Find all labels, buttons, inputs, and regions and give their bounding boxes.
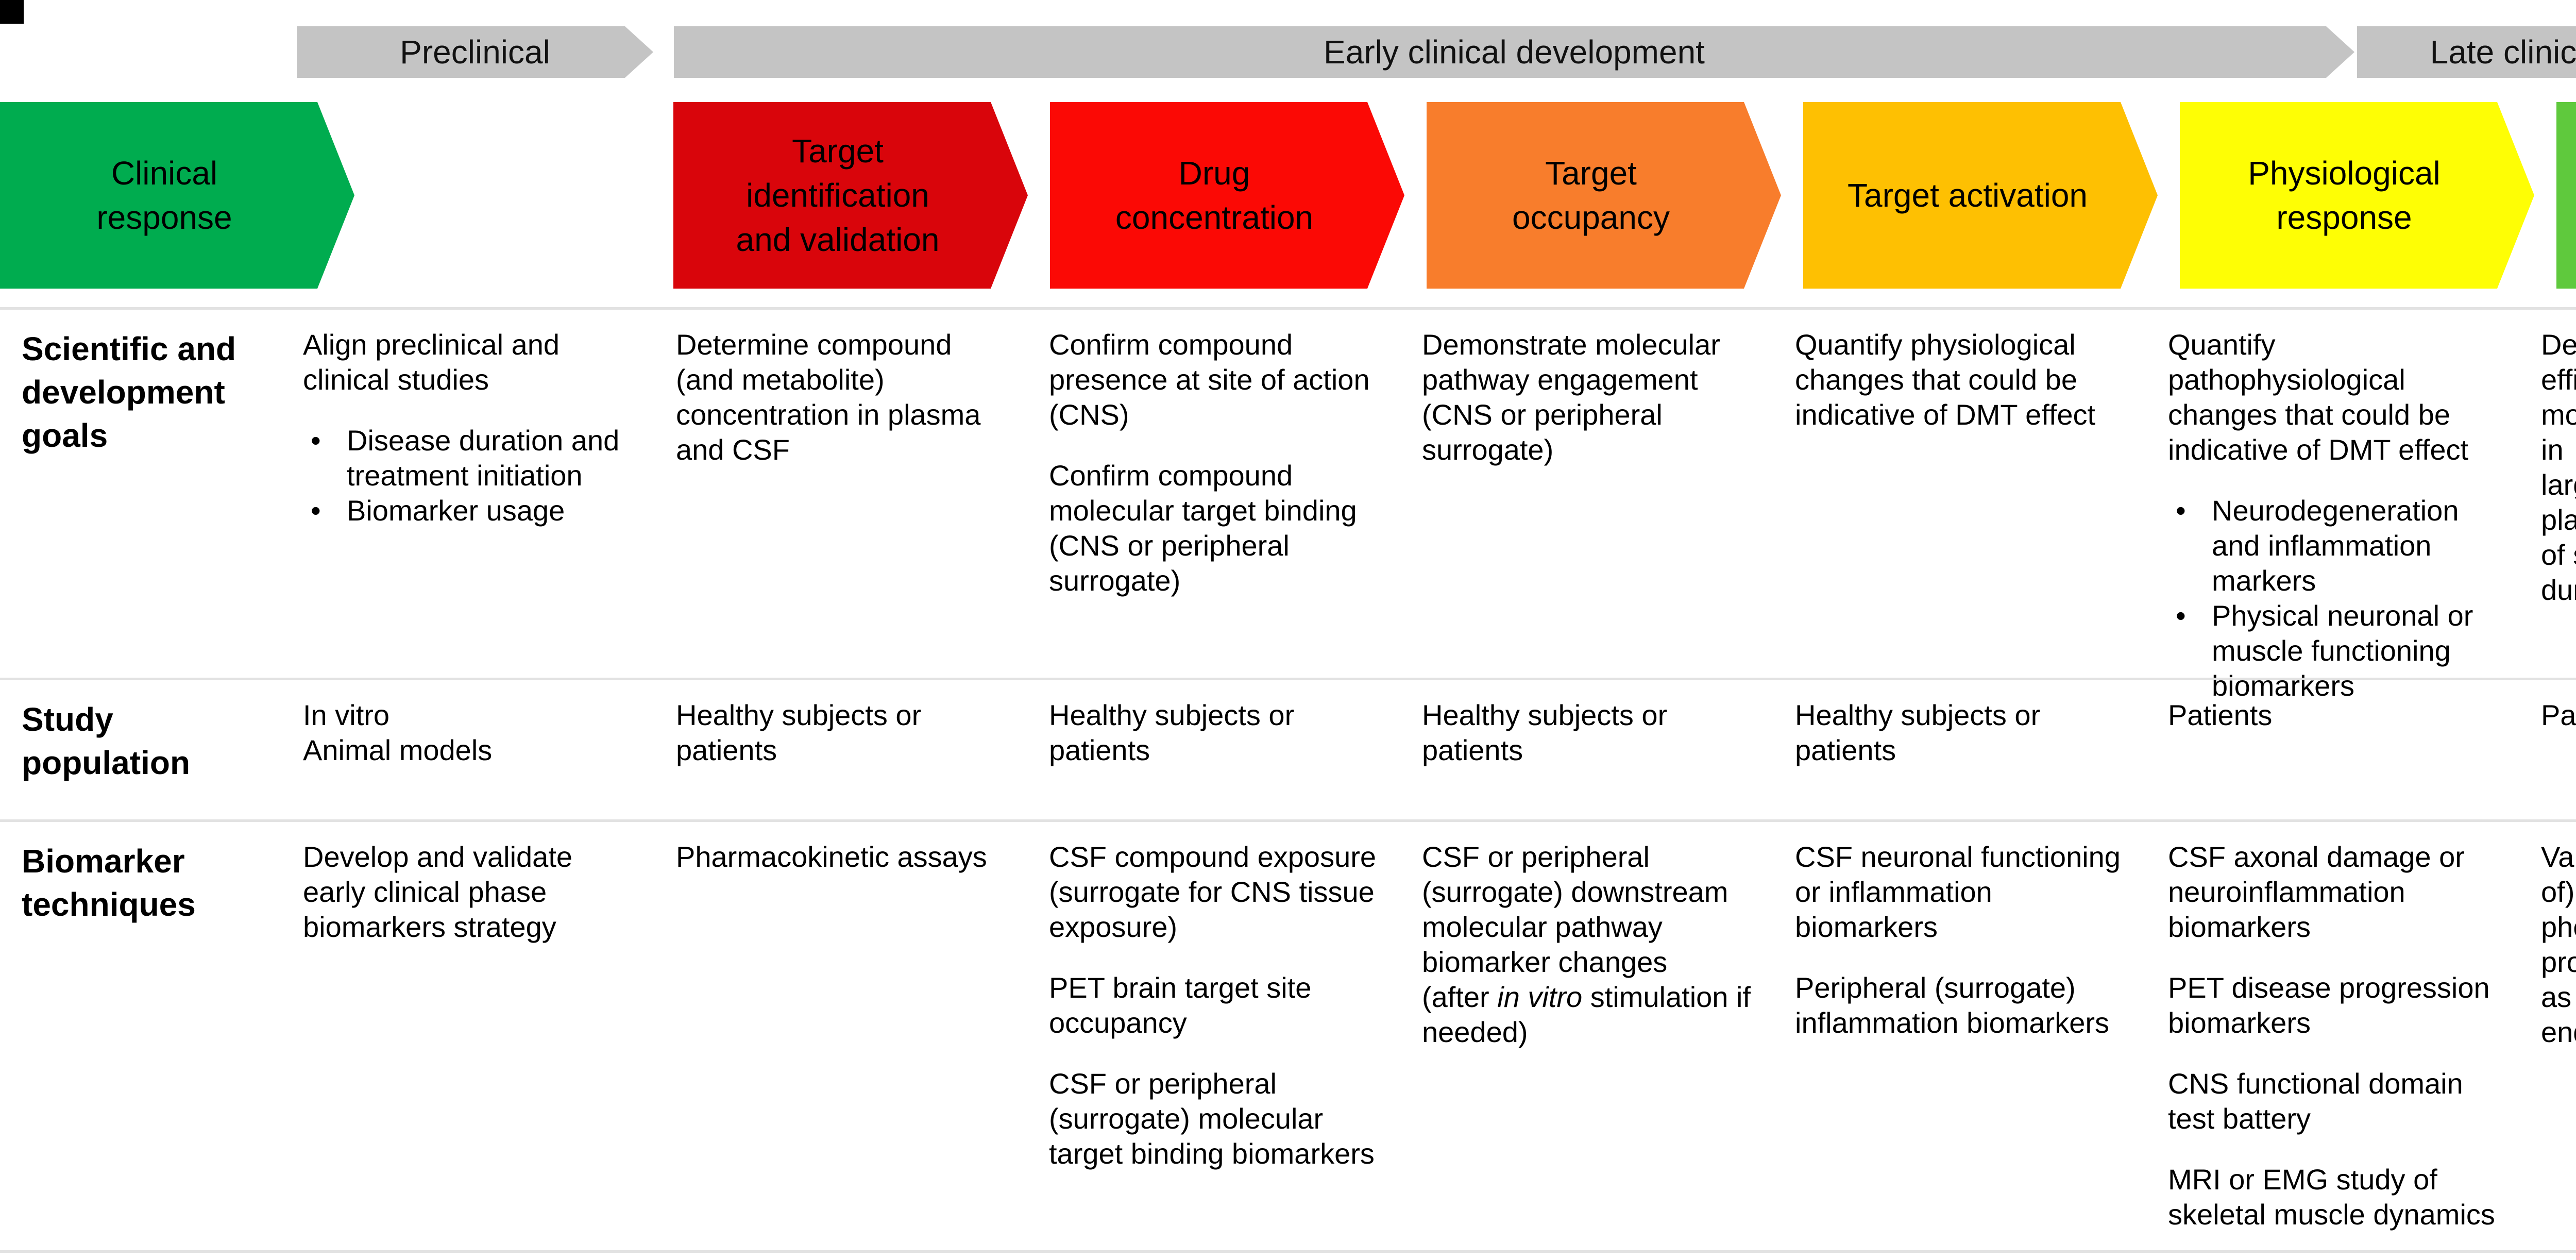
arrow-label: Target occupancy xyxy=(1512,155,1670,236)
row-label-biomarker-techniques: Biomarker techniques xyxy=(22,843,196,923)
cell-paragraph: Determine compound (and metabolite) conc… xyxy=(676,328,981,466)
cell-paragraph: PET brain target site occupancy xyxy=(1049,971,1312,1039)
population-cell-target-activation: Healthy subjects or patients xyxy=(1416,680,1789,819)
phase-banner-label: Late clinical development xyxy=(2430,33,2576,71)
arrow-label: Target activation xyxy=(1847,177,2088,214)
bullet-item: Biomarker usage xyxy=(303,493,634,528)
cell-paragraph: Validated (combinations of) biomarkers o… xyxy=(2541,841,2576,1048)
cell-paragraph: Healthy subjects or patients xyxy=(1795,699,2041,766)
biomarker-cell-drug-concentration: Pharmacokinetic assays xyxy=(670,822,1043,1250)
population-cell-physiological-response: Healthy subjects or patients xyxy=(1789,680,2162,819)
population-cell-clinical-response: Patients xyxy=(2535,680,2576,819)
phase-banner-early-clinical: Early clinical development xyxy=(674,26,2354,78)
arrow-label: Target identification and validation xyxy=(736,132,940,258)
arrow-pathophysiological-response: Pathophysio- logical response xyxy=(2556,102,2576,289)
cell-paragraph: MRI or EMG study of skeletal muscle dyna… xyxy=(2168,1163,2495,1231)
row-label-study-population: Study population xyxy=(22,701,191,781)
biomarker-cell-pathophysiological-response: CSF axonal damage or neuroinflammation b… xyxy=(2162,822,2535,1250)
arrow-physiological-response: Physiological response xyxy=(2180,102,2534,289)
cell-paragraph: Patients xyxy=(2541,699,2576,731)
biomarker-cell-physiological-response: CSF neuronal functioning or inflammation… xyxy=(1789,822,2162,1250)
cell-paragraph: Develop and validate early clinical phas… xyxy=(303,841,573,943)
focus-arrows-row: Innovative drug development focus Target… xyxy=(0,102,2576,289)
goals-cell-clinical-response: Demonstrate clinical efficacy (disease- … xyxy=(2535,310,2576,678)
population-cell-target-occupancy: Healthy subjects or patients xyxy=(1043,680,1416,819)
cell-paragraph: CSF or peripheral (surrogate) downstream… xyxy=(1422,839,1753,1050)
cell-paragraph: CSF or peripheral (surrogate) molecular … xyxy=(1049,1067,1375,1170)
study-population-row: Study population In vitro Animal models … xyxy=(0,678,2576,819)
goals-cell-physiological-response: Quantify physiological changes that coul… xyxy=(1789,310,2162,678)
bullet-item: Disease duration and treatment initiatio… xyxy=(303,423,634,493)
phase-banner-label: Preclinical xyxy=(400,33,550,71)
population-cell-pathophysiological-response: Patients xyxy=(2162,680,2535,819)
goals-cell-target-occupancy: Confirm compound presence at site of act… xyxy=(1043,310,1416,678)
arrow-target-identification: Target identification and validation xyxy=(673,102,1028,289)
phase-banner-late-clinical: Late clinical development xyxy=(2357,26,2576,78)
text-run: CSF or peripheral (surrogate) downstream… xyxy=(1422,841,1728,1013)
biomarker-techniques-row: Biomarker techniques Develop and validat… xyxy=(0,819,2576,1253)
population-cell-target-identification: In vitro Animal models xyxy=(297,680,670,819)
bullet-list: Neurodegeneration and inflammation marke… xyxy=(2168,493,2499,703)
goals-cell-pathophysiological-response: Quantify pathophysiological changes that… xyxy=(2162,310,2535,702)
phase-banner-preclinical: Preclinical xyxy=(297,26,653,78)
row-label-scientific-development-goals: Scientific and development goals xyxy=(22,330,236,454)
bullet-item: Physical neuronal or muscle functioning … xyxy=(2168,598,2499,703)
arrow-label: Drug concentration xyxy=(1115,155,1314,236)
italic-text-run: in vitro xyxy=(1497,981,1583,1013)
arrow-drug-concentration: Drug concentration xyxy=(1050,102,1404,289)
cell-paragraph: Demonstrate molecular pathway engagement… xyxy=(1422,328,1720,466)
phase-banner-label: Early clinical development xyxy=(1324,33,1705,71)
biomarker-cell-target-occupancy: CSF compound exposure (surrogate for CNS… xyxy=(1043,822,1416,1250)
bullet-item: Neurodegeneration and inflammation marke… xyxy=(2168,493,2499,598)
cell-paragraph: Quantify pathophysiological changes that… xyxy=(2168,328,2469,466)
cell-paragraph: Healthy subjects or patients xyxy=(1049,699,1295,766)
cell-paragraph: Patients xyxy=(2168,699,2273,731)
goals-cell-drug-concentration: Determine compound (and metabolite) conc… xyxy=(670,310,1043,678)
biomarker-cell-target-activation: CSF or peripheral (surrogate) downstream… xyxy=(1416,822,1789,1250)
cell-paragraph: CNS functional domain test battery xyxy=(2168,1067,2463,1135)
biomarker-cell-target-identification: Develop and validate early clinical phas… xyxy=(297,822,670,1250)
biomarker-cell-clinical-response: Validated (combinations of) biomarkers o… xyxy=(2535,822,2576,1250)
goals-cell-target-identification: Align preclinical and clinical studies D… xyxy=(297,310,670,678)
cell-paragraph: In vitro Animal models xyxy=(303,699,493,766)
cell-paragraph: CSF compound exposure (surrogate for CNS… xyxy=(1049,841,1377,943)
arrow-label: Physiological response xyxy=(2248,155,2441,236)
cell-paragraph: CSF axonal damage or neuroinflammation b… xyxy=(2168,841,2465,943)
cell-paragraph: Peripheral (surrogate) inflammation biom… xyxy=(1795,971,2109,1039)
cell-paragraph: Confirm compound presence at site of act… xyxy=(1049,328,1370,431)
arrow-clinical-response: Clinical response xyxy=(0,102,354,289)
goals-row: Scientific and development goals Align p… xyxy=(0,307,2576,702)
goals-cell-target-activation: Demonstrate molecular pathway engagement… xyxy=(1416,310,1789,678)
arrow-target-occupancy: Target occupancy xyxy=(1427,102,1781,289)
bullet-list: Disease duration and treatment initiatio… xyxy=(303,423,634,528)
corner-mark xyxy=(0,0,24,24)
arrow-label: Clinical response xyxy=(96,155,232,236)
cell-paragraph: CSF neuronal functioning or inflammation… xyxy=(1795,841,2121,943)
cell-paragraph: Quantify physiological changes that coul… xyxy=(1795,328,2096,431)
cell-paragraph: Pharmacokinetic assays xyxy=(676,841,987,873)
cell-paragraph: Healthy subjects or patients xyxy=(676,699,922,766)
cell-paragraph: Align preclinical and clinical studies xyxy=(303,328,560,396)
cell-paragraph: Healthy subjects or patients xyxy=(1422,699,1668,766)
arrow-target-activation: Target activation xyxy=(1803,102,2158,289)
text-run: stimulation if needed) xyxy=(1422,981,1751,1048)
population-cell-drug-concentration: Healthy subjects or patients xyxy=(670,680,1043,819)
cell-paragraph: PET disease progression biomarkers xyxy=(2168,971,2490,1039)
cell-paragraph: Confirm compound molecular target bindin… xyxy=(1049,459,1357,597)
cell-paragraph: Demonstrate clinical efficacy (disease- … xyxy=(2541,328,2576,606)
